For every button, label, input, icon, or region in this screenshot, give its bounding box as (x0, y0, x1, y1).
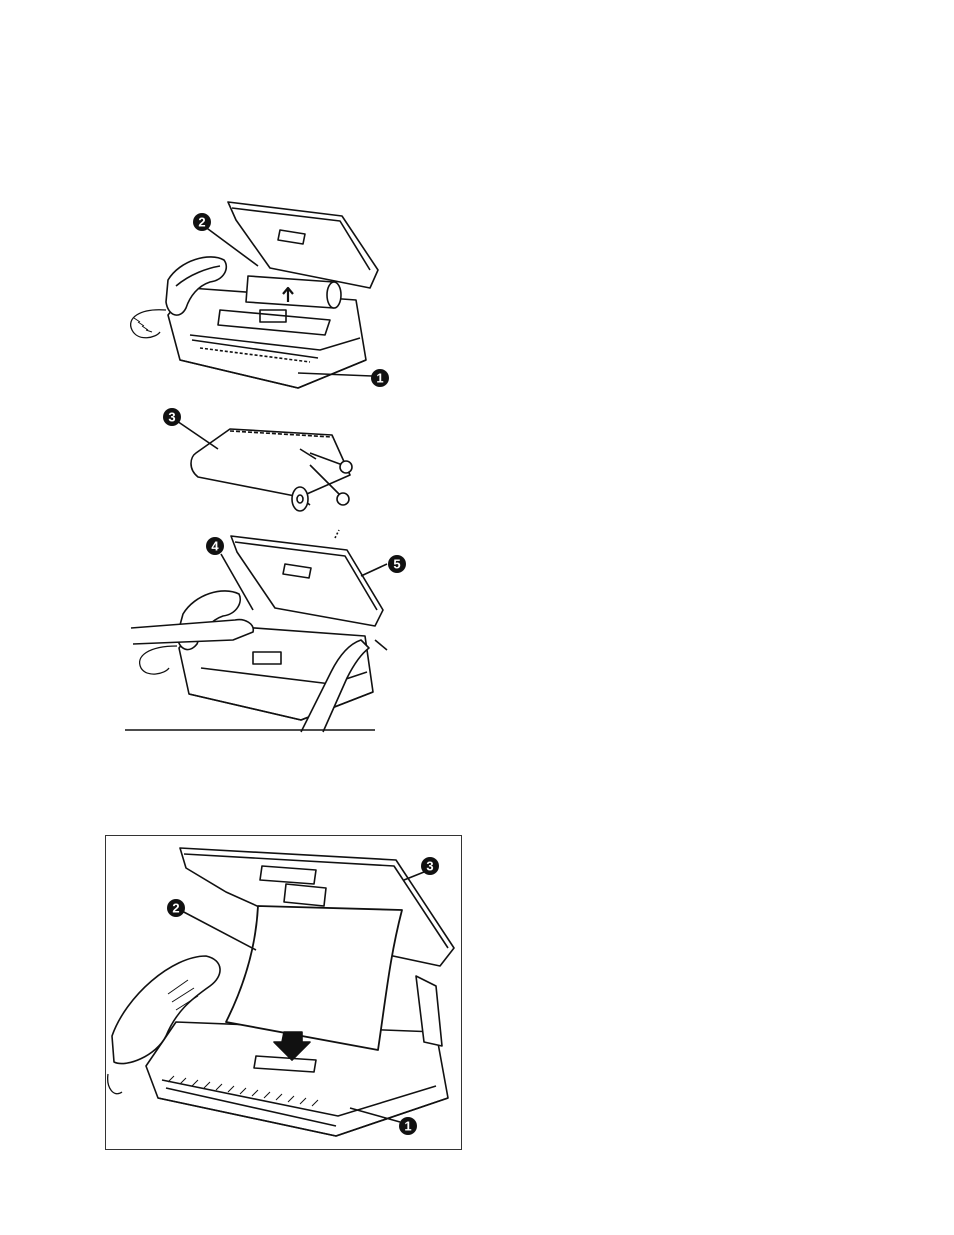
figure-fax-install-film: 4 5 (125, 528, 415, 733)
fax-machine-illustration: 2 1 (120, 190, 420, 400)
svg-text:3: 3 (168, 410, 175, 425)
callout-marker-1: 1 (399, 1117, 417, 1135)
figure-fax-open-remove-film: 2 1 (120, 190, 420, 400)
svg-text:5: 5 (393, 557, 400, 572)
svg-text:2: 2 (172, 901, 179, 916)
callout-marker-4: 4 (206, 537, 224, 555)
figure-fax-load-paper: 2 3 1 (105, 835, 462, 1150)
svg-text:3: 3 (426, 859, 433, 874)
callout-marker-5: 5 (388, 555, 406, 573)
film-roll-illustration: 3 (160, 405, 380, 520)
svg-text:4: 4 (211, 539, 219, 554)
figure-film-roll-cut: 3 (160, 405, 380, 520)
svg-text:1: 1 (404, 1119, 411, 1134)
fax-load-paper-illustration: 2 3 1 (106, 836, 460, 1148)
callout-marker-2: 2 (167, 899, 185, 917)
callout-marker-3: 3 (421, 857, 439, 875)
callout-marker-1: 1 (371, 369, 389, 387)
callout-marker-2: 2 (193, 213, 211, 231)
svg-text:2: 2 (198, 215, 205, 230)
callout-marker-3: 3 (163, 408, 181, 426)
fax-install-illustration: 4 5 (125, 528, 415, 733)
svg-text:1: 1 (376, 371, 383, 386)
